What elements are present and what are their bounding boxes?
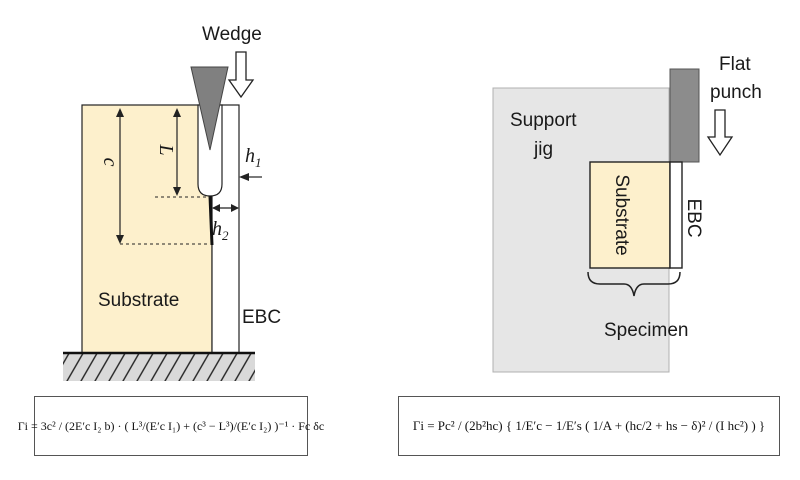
dim-h1-label: h1	[245, 145, 262, 170]
support-jig-label-line1: Support	[510, 110, 577, 131]
right-equation-box: Γi = Pc² / (2b²hc) { 1/E′c − 1/E′s ( 1/A…	[398, 396, 780, 456]
specimen-brace	[587, 271, 681, 297]
punch-arrow-icon	[706, 109, 734, 157]
wedge-arrow-icon	[227, 51, 255, 99]
dim-h2-label: h2	[212, 218, 229, 243]
dim-h1-arrow-icon	[239, 173, 249, 181]
right-ebc-label: EBC	[683, 198, 704, 237]
dim-c-label: c	[99, 158, 121, 167]
flat-punch-label-line2: punch	[710, 82, 762, 103]
dim-L-label: L	[155, 143, 177, 155]
dim-c-arrow-top-icon	[116, 108, 124, 117]
left-diagram: Wedge c L h1 h2 Substrate EBC	[63, 24, 281, 381]
left-equation: Γi = 3c² / (2E′c I₂ b) · ( L³/(E′c I₁) +…	[17, 418, 325, 433]
right-substrate-block	[589, 161, 671, 269]
wedge-label: Wedge	[202, 24, 262, 45]
dim-L-arrow-bottom-icon	[173, 187, 181, 196]
left-ebc-label: EBC	[242, 307, 281, 328]
dim-h2-arrow-right-icon	[231, 204, 239, 212]
flat-punch-label-line1: Flat	[719, 54, 751, 75]
right-diagram: Support jig Flat punch Substrate EBC Spe…	[492, 54, 762, 373]
flat-punch	[669, 68, 700, 163]
right-equation: Γi = Pc² / (2b²hc) { 1/E′c − 1/E′s ( 1/A…	[412, 418, 766, 433]
specimen-label: Specimen	[604, 320, 689, 341]
left-substrate-label: Substrate	[98, 290, 179, 311]
support-jig-label-line2: jig	[533, 139, 553, 160]
dim-L-arrow-top-icon	[173, 108, 181, 117]
wedge-shape	[190, 66, 229, 151]
right-ebc-layer	[669, 161, 683, 269]
left-substrate-block	[81, 104, 213, 354]
left-equation-box: Γi = 3c² / (2E′c I₂ b) · ( L³/(E′c I₁) +…	[18, 396, 324, 456]
ground-hatch	[63, 353, 255, 381]
dim-h2-arrow-left-icon	[212, 204, 220, 212]
dim-c-arrow-bottom-icon	[116, 235, 124, 244]
interface-crack	[208, 195, 214, 246]
right-substrate-label: Substrate	[611, 174, 632, 255]
